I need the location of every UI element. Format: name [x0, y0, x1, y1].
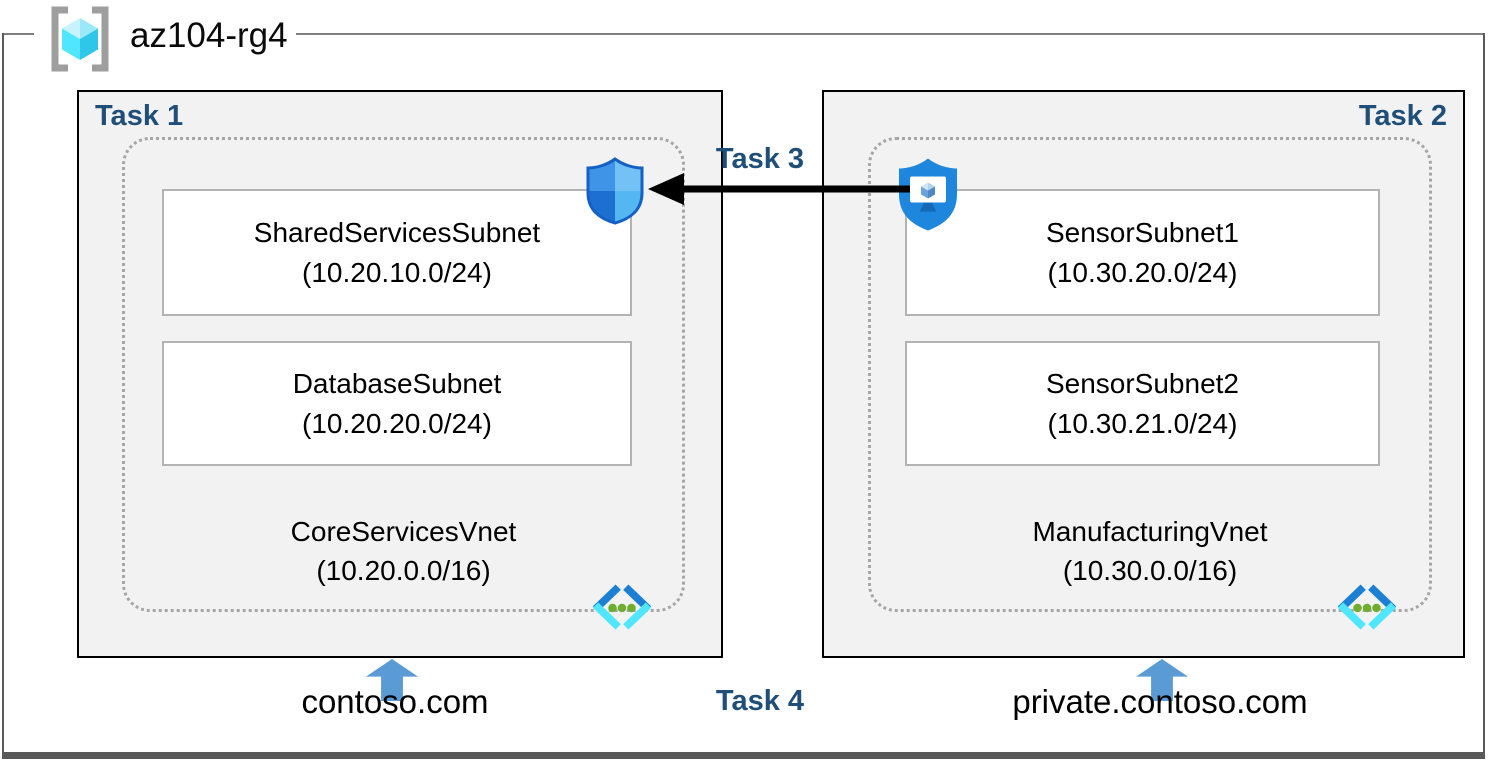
- vnet-box-manufacturing: Task 2 SensorSubnet1 (10.30.20.0/24) Sen…: [822, 90, 1465, 658]
- subnet-database: DatabaseSubnet (10.20.20.0/24): [162, 341, 632, 466]
- network-security-shield-icon: [584, 156, 646, 226]
- vnet-name: ManufacturingVnet: [1032, 516, 1268, 547]
- resource-group-title: az104-rg4: [130, 16, 288, 55]
- shield-monitor-icon: [896, 156, 960, 233]
- manufacturing-vnet-label: ManufacturingVnet (10.30.0.0/16): [868, 512, 1432, 590]
- task2-label: Task 2: [1358, 100, 1447, 132]
- dns-zone-label-contoso: contoso.com: [301, 683, 489, 720]
- subnet-sharedservices: SharedServicesSubnet (10.20.10.0/24): [162, 189, 632, 316]
- peering-arrow: [648, 173, 910, 205]
- subnet-name: SharedServicesSubnet: [253, 217, 541, 249]
- subnet-name: SensorSubnet1: [1045, 217, 1240, 249]
- coreservices-vnet-boundary: [122, 137, 685, 612]
- subnet-name: DatabaseSubnet: [292, 368, 502, 400]
- task1-label: Task 1: [95, 100, 184, 132]
- virtual-network-icon: [587, 580, 657, 636]
- frame-border-top-right-segment: [296, 33, 1484, 35]
- manufacturing-vnet-boundary: [868, 137, 1432, 612]
- resource-group-icon: [44, 4, 116, 74]
- subnet-cidr: (10.30.20.0/24): [1047, 256, 1238, 288]
- frame-border-top-left-segment: [2, 33, 34, 35]
- virtual-network-icon: [1332, 580, 1402, 636]
- vnet-cidr: (10.20.0.0/16): [316, 555, 491, 587]
- subnet-sensor2: SensorSubnet2 (10.30.21.0/24): [905, 341, 1380, 466]
- subnet-cidr: (10.30.21.0/24): [1047, 407, 1238, 439]
- subnet-sensor1: SensorSubnet1 (10.30.20.0/24): [905, 189, 1380, 316]
- vnet-box-coreservices: Task 1 SharedServicesSubnet (10.20.10.0/…: [77, 90, 723, 658]
- subnet-name: SensorSubnet2: [1045, 368, 1240, 400]
- frame-border-bottom: [2, 752, 1485, 759]
- coreservices-vnet-label: CoreServicesVnet (10.20.0.0/16): [122, 512, 685, 590]
- task3-label: Task 3: [715, 143, 805, 175]
- subnet-cidr: (10.20.10.0/24): [302, 256, 492, 288]
- vnet-cidr: (10.30.0.0/16): [1062, 555, 1238, 587]
- subnet-cidr: (10.20.20.0/24): [302, 407, 492, 439]
- frame-border-left: [2, 33, 4, 754]
- frame-border-right: [1483, 33, 1485, 754]
- dns-zone-label-private-contoso: private.contoso.com: [1012, 683, 1308, 720]
- task4-label: Task 4: [715, 685, 805, 717]
- vnet-name: CoreServicesVnet: [290, 516, 517, 547]
